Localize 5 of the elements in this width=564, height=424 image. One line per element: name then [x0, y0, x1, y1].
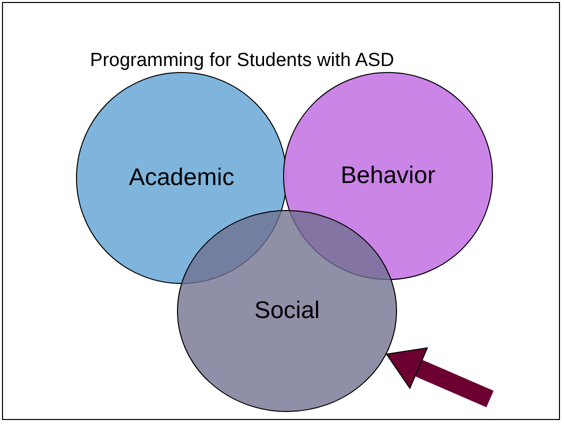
- title: Programming for Students with ASD: [90, 50, 394, 72]
- circle-label: Academic: [128, 164, 234, 192]
- venn-circle: [177, 210, 397, 412]
- circle-label: Behavior: [340, 162, 436, 190]
- circle-label: Social: [254, 297, 320, 325]
